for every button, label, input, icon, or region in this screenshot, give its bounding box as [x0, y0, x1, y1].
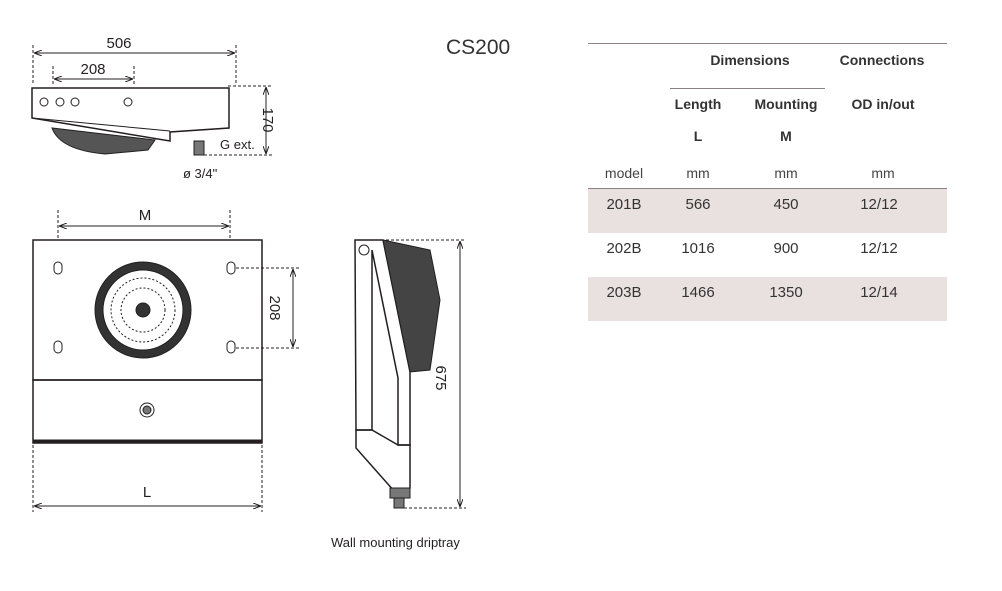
side-view [354, 239, 466, 509]
group-header-connections: Connections [839, 52, 925, 68]
group-divider [670, 88, 825, 89]
cell-length: 1466 [681, 284, 715, 301]
dim-mounting-label: M [139, 207, 152, 224]
side-view-caption: Wall mounting driptray [331, 535, 460, 550]
cell-length: 1016 [681, 240, 715, 257]
cell-od: 12/12 [860, 196, 898, 213]
group-header-dimensions: Dimensions [710, 52, 790, 68]
dim-side-height-label: 675 [432, 365, 449, 390]
header-mounting: Mounting [754, 96, 818, 112]
cell-model: 203B [606, 284, 642, 301]
dimensions-table: Dimensions Connections Length Mounting O… [588, 43, 947, 321]
header-mounting-symbol: M [780, 128, 792, 144]
product-title: CS200 [446, 36, 511, 59]
cell-length: 566 [685, 196, 711, 213]
header-divider [588, 188, 947, 189]
dim-fan-spacing-label: 208 [80, 61, 105, 78]
connection-type-label: G ext. [220, 137, 255, 152]
cell-model: 201B [606, 196, 642, 213]
cell-mounting: 900 [773, 240, 799, 257]
cell-od: 12/14 [860, 284, 898, 301]
front-view [32, 210, 300, 512]
table-row: 202B 1016 900 12/12 [588, 233, 947, 277]
table-row: 201B 566 450 12/12 [588, 189, 947, 233]
unit-length: mm [686, 165, 710, 181]
header-od: OD in/out [851, 96, 915, 112]
cell-model: 202B [606, 240, 642, 257]
unit-od: mm [871, 165, 895, 181]
top-view [31, 45, 272, 156]
dim-hole-spacing-label: 208 [266, 295, 283, 320]
header-length: Length [674, 96, 722, 112]
dim-width-label: 506 [106, 35, 131, 52]
header-length-symbol: L [693, 128, 703, 144]
connection-size-label: ø 3/4" [183, 166, 218, 181]
unit-mounting: mm [774, 165, 798, 181]
cell-od: 12/12 [860, 240, 898, 257]
header-model: model [604, 165, 644, 181]
cell-mounting: 450 [773, 196, 799, 213]
table-row: 203B 1466 1350 12/14 [588, 277, 947, 321]
cell-mounting: 1350 [769, 284, 803, 301]
dim-height-label: 170 [259, 107, 276, 132]
dim-length-label: L [143, 484, 151, 501]
